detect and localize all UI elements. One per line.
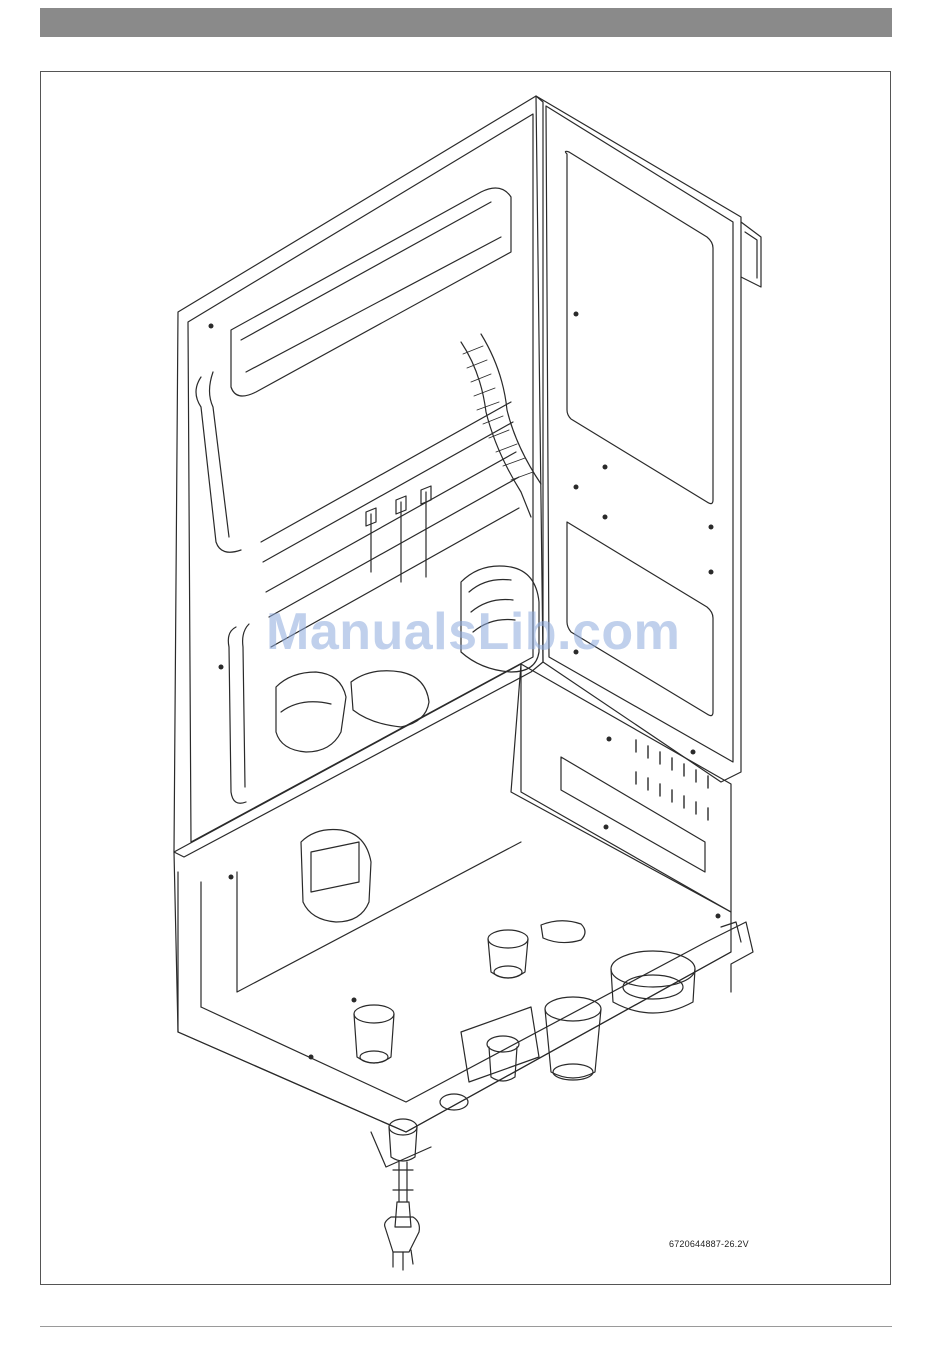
figure-frame: ManualsLib.com 6720644887-26.2V	[40, 71, 891, 1285]
boiler-illustration-icon	[41, 72, 892, 1286]
figure-code: 6720644887-26.2V	[669, 1239, 749, 1249]
watermark: ManualsLib.com	[266, 602, 680, 662]
header-bar	[40, 8, 892, 37]
footer-rule	[40, 1326, 892, 1327]
